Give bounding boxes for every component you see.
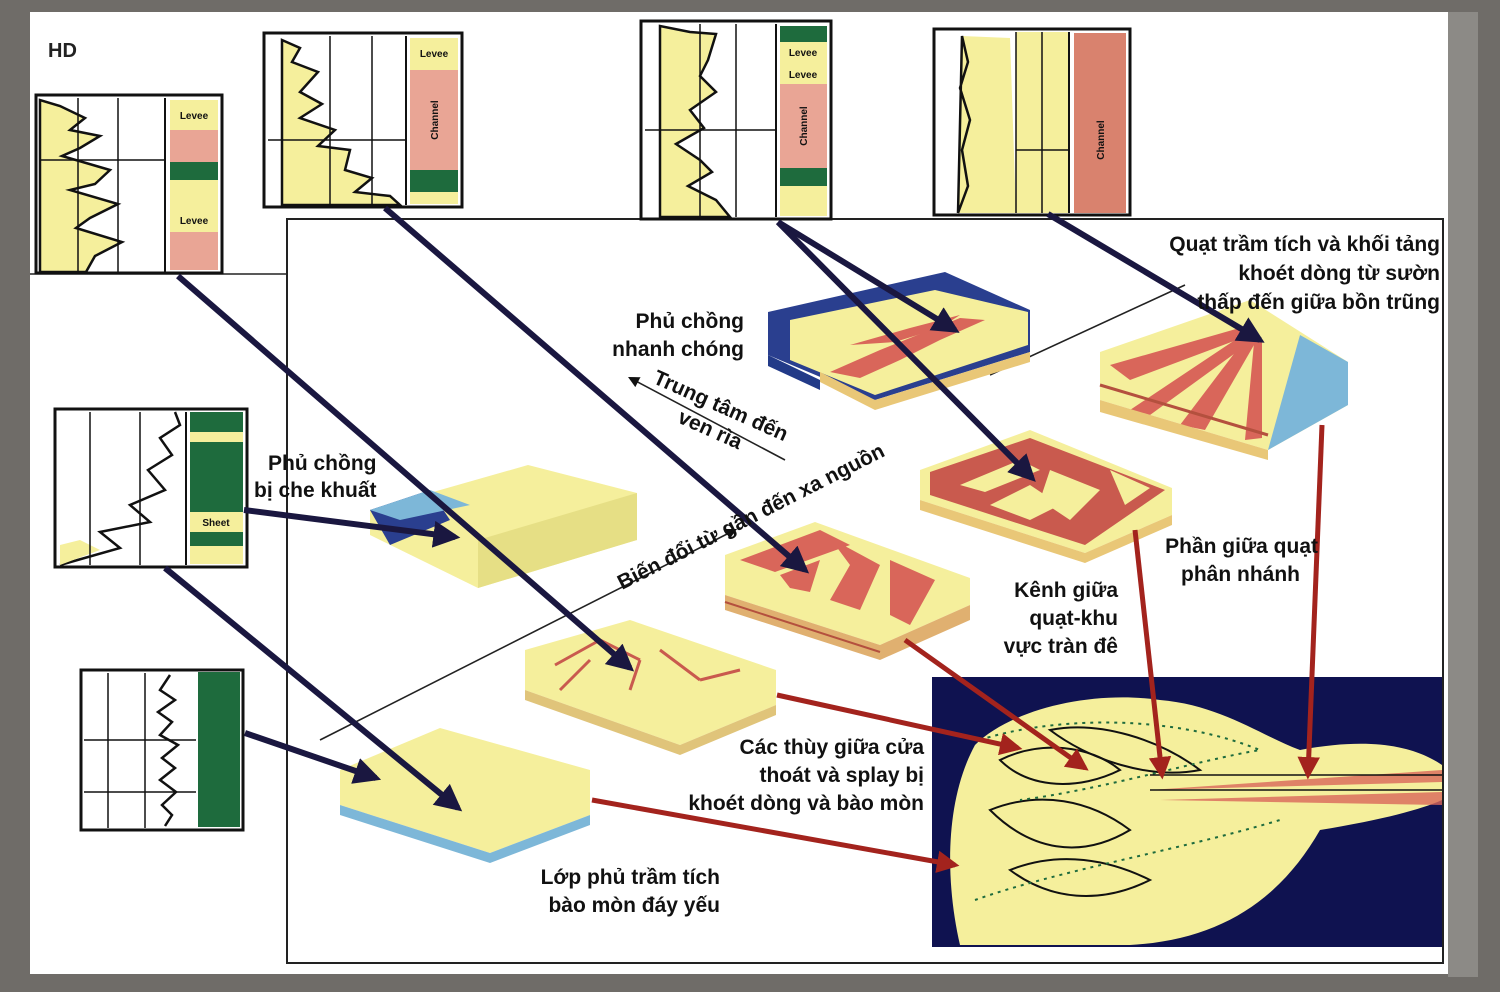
log-b-levee-label: Levee xyxy=(420,49,449,60)
label-branched-mid-fan-1: Phần giữa quạt xyxy=(1165,535,1318,558)
label-channel-levee-3: vực tràn đê xyxy=(1004,635,1118,658)
label-lobes-2: thoát và splay bị xyxy=(759,764,924,787)
label-lobes-1: Các thùy giữa cửa xyxy=(740,736,925,759)
well-log-c: Levee Levee Channel xyxy=(639,19,833,221)
well-log-e: Sheet xyxy=(53,407,249,569)
block-hidden-amalgamation xyxy=(370,465,637,588)
log-c-levee-label-1: Levee xyxy=(789,48,818,59)
log-c-levee-label-2: Levee xyxy=(789,70,818,81)
fan-map-inset xyxy=(932,677,1442,947)
log-c-channel-label: Channel xyxy=(799,106,810,146)
log-d-channel-label: Channel xyxy=(1096,120,1107,160)
log-b-channel-label: Channel xyxy=(430,100,441,140)
label-rapid-amalgamation-1: Phủ chồng xyxy=(636,310,745,333)
corner-label: HD xyxy=(48,40,77,62)
block-rapid-amalgamation xyxy=(768,272,1030,410)
label-channel-levee-1: Kênh giữa xyxy=(1014,579,1118,602)
label-lobes-3: khoét dòng và bào mòn xyxy=(688,792,924,815)
log-e-sheet-label: Sheet xyxy=(202,518,230,529)
inner-frame xyxy=(286,218,1444,964)
label-sheet-1: Lớp phủ trầm tích xyxy=(541,866,720,889)
log-a-levee-label-2: Levee xyxy=(180,216,209,227)
label-sheet-2: bào mòn đáy yếu xyxy=(548,894,720,917)
label-hidden-amalgamation-2: bị che khuất xyxy=(254,479,377,502)
label-branched-mid-fan-2: phân nhánh xyxy=(1181,563,1300,586)
label-rapid-amalgamation-2: nhanh chóng xyxy=(612,338,744,361)
well-log-b: Levee Channel xyxy=(262,31,464,209)
well-log-a: Levee Levee xyxy=(34,93,224,275)
log-a-levee-label-1: Levee xyxy=(180,111,209,122)
label-fan-scour-2: khoét dòng từ sườn xyxy=(1238,262,1440,285)
well-log-f xyxy=(79,668,245,832)
label-fan-scour-3: thấp đến giữa bồn trũng xyxy=(1197,291,1440,314)
map-arrows xyxy=(591,424,1325,873)
well-log-d: Channel xyxy=(932,27,1132,217)
log-arrows xyxy=(163,205,1265,812)
block-branched-mid-fan xyxy=(920,430,1172,563)
label-hidden-amalgamation-1: Phủ chồng xyxy=(268,452,377,475)
block-fan-scour xyxy=(1099,300,1348,460)
label-fan-scour-1: Quạt trầm tích và khối tảng xyxy=(1169,233,1440,256)
label-channel-levee-2: quạt-khu xyxy=(1029,607,1118,630)
